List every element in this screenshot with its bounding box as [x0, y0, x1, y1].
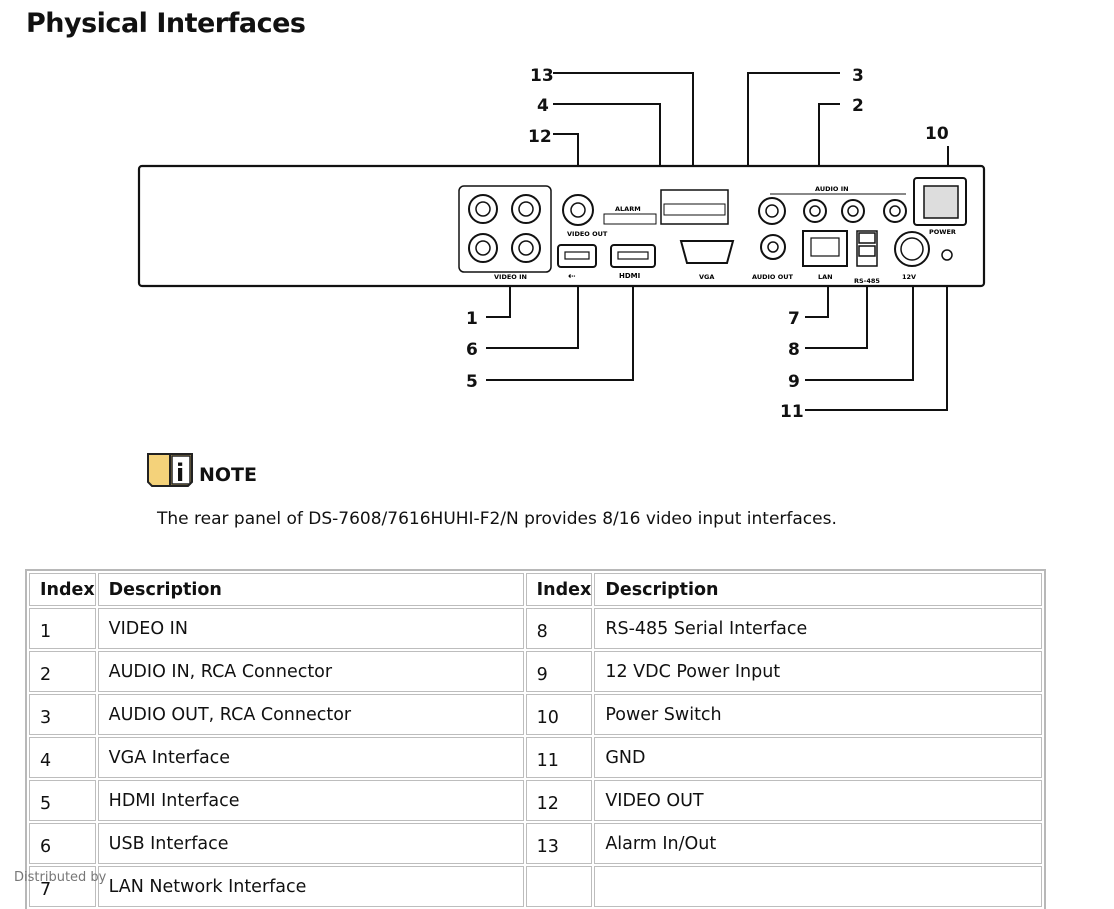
- description-cell: 12 VDC Power Input: [594, 651, 1043, 692]
- usb-port: [557, 244, 597, 268]
- description-cell: AUDIO OUT, RCA Connector: [97, 694, 524, 735]
- audio-in-connectors: [758, 197, 907, 225]
- callout-4: 4: [537, 96, 549, 116]
- index-cell: [525, 866, 593, 907]
- index-cell: 3: [29, 694, 96, 735]
- index-cell: 9: [525, 651, 593, 692]
- header-index-1: Index: [29, 573, 96, 606]
- usb-icon: ⇠: [568, 272, 576, 282]
- index-cell: 2: [29, 651, 96, 692]
- table-row: 1 VIDEO IN 8 RS-485 Serial Interface: [29, 608, 1043, 649]
- description-cell: Power Switch: [594, 694, 1043, 735]
- audio-out-connector: [760, 234, 786, 260]
- gnd-terminal: [941, 249, 953, 261]
- hdmi-port: [610, 244, 656, 268]
- power-input-label: 12V: [902, 273, 916, 281]
- page-title: Physical Interfaces: [26, 8, 306, 39]
- header-description-2: Description: [594, 573, 1043, 606]
- audio-in-label: AUDIO IN: [815, 185, 849, 193]
- callout-7: 7: [788, 309, 800, 329]
- rs485-terminal: [856, 230, 878, 267]
- callout-3: 3: [852, 66, 864, 86]
- lan-label: LAN: [818, 273, 833, 281]
- table-row: 2 AUDIO IN, RCA Connector 9 12 VDC Power…: [29, 651, 1043, 692]
- video-out-label: VIDEO OUT: [567, 230, 608, 238]
- index-cell: 4: [29, 737, 96, 778]
- header-description-1: Description: [97, 573, 524, 606]
- hdmi-label: HDMI: [619, 272, 640, 280]
- alarm-label: ALARM: [615, 205, 641, 213]
- callout-2: 2: [852, 96, 864, 116]
- callout-5: 5: [466, 372, 478, 392]
- index-cell: 11: [525, 737, 593, 778]
- callout-8: 8: [788, 340, 800, 360]
- alarm-terminal: [603, 189, 729, 225]
- note-text: The rear panel of DS-7608/7616HUHI-F2/N …: [157, 509, 837, 529]
- table-row: 4 VGA Interface 11 GND: [29, 737, 1043, 778]
- description-cell: RS-485 Serial Interface: [594, 608, 1043, 649]
- callout-9: 9: [788, 372, 800, 392]
- index-cell: 5: [29, 780, 96, 821]
- callout-1: 1: [466, 309, 478, 329]
- power-switch: [913, 177, 967, 226]
- video-out-connector: [562, 194, 594, 226]
- table-row: 7 LAN Network Interface: [29, 866, 1043, 907]
- note-book-icon: i: [147, 453, 193, 487]
- table-row: 6 USB Interface 13 Alarm In/Out: [29, 823, 1043, 864]
- table-row: 3 AUDIO OUT, RCA Connector 10 Power Swit…: [29, 694, 1043, 735]
- description-cell: GND: [594, 737, 1043, 778]
- description-cell: AUDIO IN, RCA Connector: [97, 651, 524, 692]
- vga-port: [679, 240, 735, 264]
- power-input-connector: [894, 231, 930, 267]
- index-cell: 8: [525, 608, 593, 649]
- interface-index-table: Index Description Index Description 1 VI…: [24, 569, 1047, 909]
- table-header-row: Index Description Index Description: [29, 573, 1043, 606]
- svg-text:i: i: [176, 459, 184, 487]
- description-cell: VIDEO OUT: [594, 780, 1043, 821]
- video-in-label: VIDEO IN: [494, 273, 527, 281]
- index-cell: 13: [525, 823, 593, 864]
- vga-label: VGA: [699, 273, 714, 281]
- footer-distributed-by: Distributed by: [14, 870, 107, 885]
- lan-port: [802, 230, 848, 267]
- index-cell: 10: [525, 694, 593, 735]
- header-index-2: Index: [525, 573, 593, 606]
- note-label: NOTE: [199, 464, 257, 486]
- description-cell: HDMI Interface: [97, 780, 524, 821]
- audio-out-label: AUDIO OUT: [752, 273, 794, 281]
- description-cell: LAN Network Interface: [97, 866, 524, 907]
- callout-12: 12: [528, 127, 552, 147]
- index-cell: 1: [29, 608, 96, 649]
- table-row: 5 HDMI Interface 12 VIDEO OUT: [29, 780, 1043, 821]
- description-cell: Alarm In/Out: [594, 823, 1043, 864]
- description-cell: VGA Interface: [97, 737, 524, 778]
- callout-13: 13: [530, 66, 554, 86]
- power-switch-label: POWER: [929, 228, 956, 236]
- description-cell: [594, 866, 1043, 907]
- description-cell: USB Interface: [97, 823, 524, 864]
- callout-6: 6: [466, 340, 478, 360]
- callout-11: 11: [780, 402, 804, 422]
- rs485-label: RS-485: [854, 277, 880, 285]
- description-cell: VIDEO IN: [97, 608, 524, 649]
- video-in-connectors: [458, 185, 552, 273]
- index-cell: 12: [525, 780, 593, 821]
- leader-lines: [486, 72, 949, 411]
- rear-panel-diagram: 13 4 12 3 2 10 1 6 5 7 8 9 11 VIDEO IN V…: [137, 66, 986, 422]
- index-cell: 6: [29, 823, 96, 864]
- callout-10: 10: [925, 124, 949, 144]
